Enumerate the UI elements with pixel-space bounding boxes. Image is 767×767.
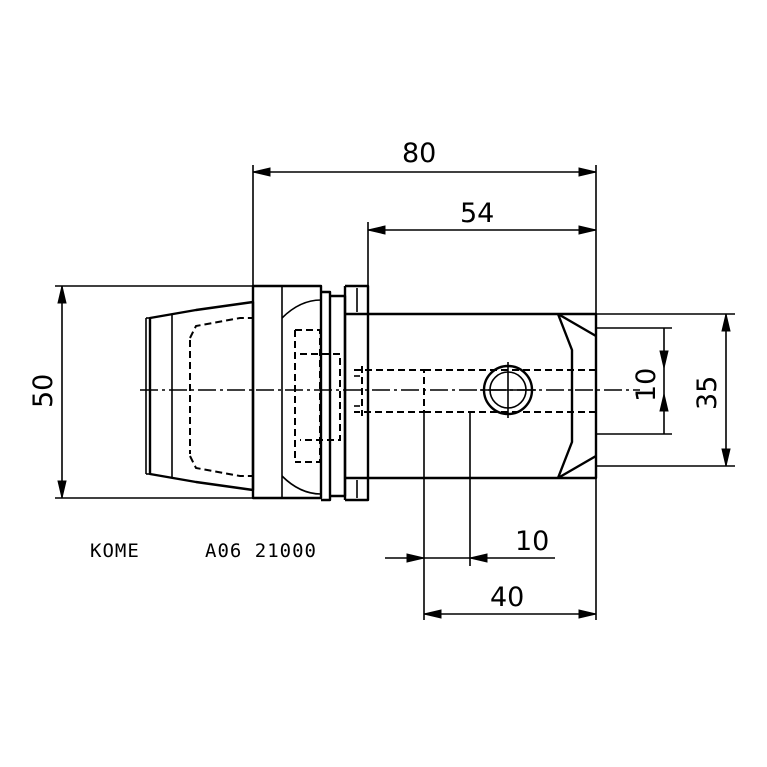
dimension-label-50: 50 xyxy=(28,374,59,408)
dimension-flange-diameter xyxy=(55,285,253,499)
tool-holder-outline xyxy=(145,284,598,502)
dimension-bore-diameter xyxy=(596,327,672,435)
dimension-label-10-bore: 10 xyxy=(631,368,662,402)
dimension-shank-diameter xyxy=(596,313,735,467)
dimension-hole-distance xyxy=(423,609,597,619)
part-code-brand: KOME xyxy=(90,540,140,562)
dimension-reach-length xyxy=(367,222,597,286)
part-code-number: A06 21000 xyxy=(205,540,317,562)
dimension-overall-length xyxy=(252,165,597,620)
dimension-label-35: 35 xyxy=(692,376,723,410)
dimension-label-80: 80 xyxy=(402,138,436,169)
dimension-label-10-offset: 10 xyxy=(515,526,549,557)
dimension-label-40: 40 xyxy=(490,582,524,613)
dimension-label-54: 54 xyxy=(460,198,494,229)
dimension-hole-offset xyxy=(385,412,555,620)
